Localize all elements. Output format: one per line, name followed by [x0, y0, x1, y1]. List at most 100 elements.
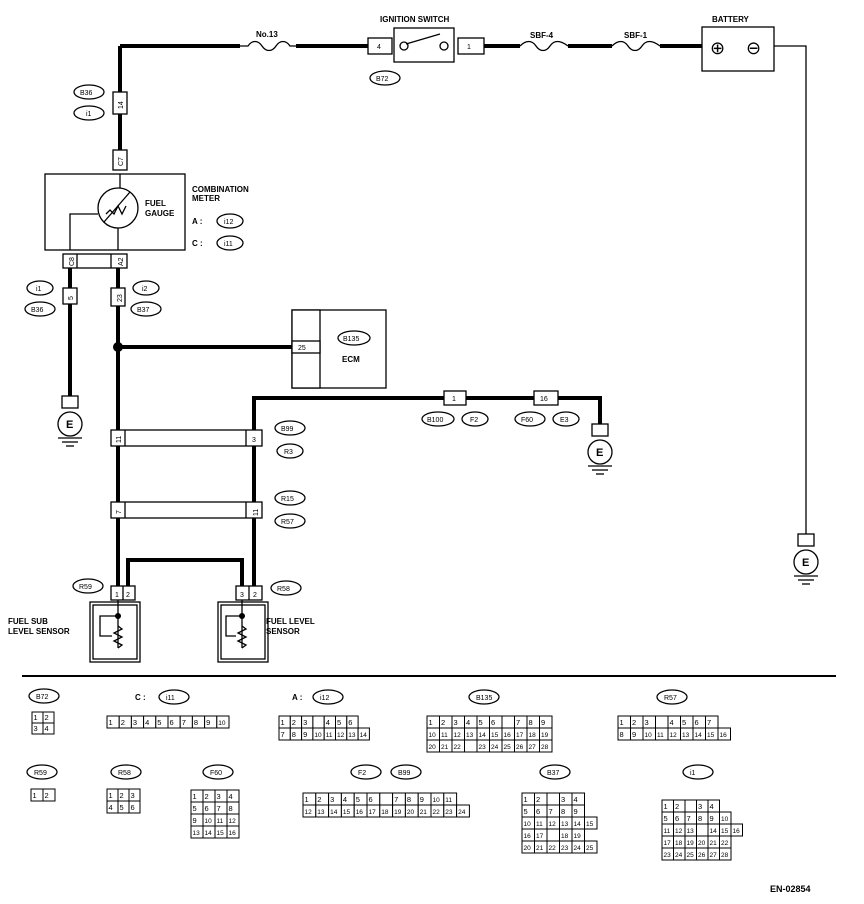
legend-b135-pin: 14 [479, 732, 487, 739]
legend-i11-pin: 7 [182, 718, 186, 727]
combination-meter-label-1: COMBINATION [192, 185, 249, 194]
legend-b37-pin: 12 [549, 821, 557, 828]
signal-wire: i2 B37 23 [110, 268, 292, 430]
ign-pin-1: 1 [467, 44, 471, 51]
legend-r58-pin: 1 [109, 791, 113, 800]
legend-i11-pin: 5 [157, 718, 161, 727]
legend-b37-pin: 23 [561, 845, 569, 852]
legend-r58-cell [128, 800, 141, 814]
legend-i1-label: i1 [690, 770, 696, 777]
tag-r15: R15 [281, 496, 294, 503]
tag-r57: R57 [281, 519, 294, 526]
legend-b135-pin: 20 [429, 744, 437, 751]
legend-f60-pin: 1 [193, 792, 197, 801]
legend-f2-pin: 13 [317, 809, 325, 816]
legend-i12-pin: 9 [303, 730, 307, 739]
meter-conn-a: A : [192, 217, 202, 226]
tag-i1-top: i1 [86, 111, 92, 118]
legend-f2-pin: 12 [305, 809, 313, 816]
legend-f60-pin: 10 [205, 818, 213, 825]
legend-b135-pin: 22 [454, 744, 462, 751]
legend-b37-pin: 1 [524, 795, 528, 804]
ground-wire-mid: 1 B100 F2 16 F60 E3 E [252, 390, 613, 475]
legend-i12-tag [312, 689, 344, 705]
legend-f60-pin: 8 [229, 804, 233, 813]
fuse-sbf4-label: SBF-4 [530, 31, 554, 40]
legend-f60-pin: 16 [229, 830, 237, 837]
legend-i1-pin: 20 [698, 840, 706, 847]
connector-b99-r3: 11 3 B99 R3 [110, 420, 306, 459]
connector-b36-i1-top: B36 i1 14 [73, 84, 128, 121]
legend-b37-tag [539, 764, 571, 780]
legend-f2-pin: 18 [381, 809, 389, 816]
legend-i12-pin: 12 [337, 732, 345, 739]
legend-b99-label: B99 [398, 770, 411, 777]
legend-b37-pin: 17 [536, 833, 544, 840]
pin-meter-c8: C8 [69, 257, 76, 266]
legend-b135-pin: 28 [541, 744, 549, 751]
legend-f60-tag [202, 764, 234, 780]
legend-r57-pin: 14 [695, 732, 703, 739]
legend-i1-pin: 10 [721, 816, 729, 823]
fuse-no13-label: No.13 [256, 30, 278, 39]
legend-i1-pin: 14 [710, 828, 718, 835]
legend-i12-pin: 10 [314, 732, 322, 739]
legend-b72-pin: 4 [45, 724, 49, 733]
tag-r59: R59 [79, 584, 92, 591]
legend-r57-pin: 11 [657, 732, 664, 739]
legend-i12-pin: 8 [292, 730, 296, 739]
pin-b99-11: 11 [116, 436, 123, 443]
legend-r57-pin: 7 [707, 718, 711, 727]
legend-b99-tag [390, 764, 422, 780]
legend-i1-pin: 24 [675, 852, 683, 859]
battery: BATTERY ⊕ ⊖ [701, 15, 775, 72]
legend-f60-pin: 6 [205, 804, 209, 813]
legend-i1-pin: 21 [710, 840, 718, 847]
ground-right-label: E [802, 557, 809, 569]
legend-f2-cell [456, 804, 470, 818]
legend-f2-pin: 1 [305, 795, 309, 804]
ground-right: E [793, 533, 819, 585]
legend-i12-pin: 2 [292, 718, 296, 727]
fuel-sub-sensor-label-1: FUEL SUB [8, 617, 48, 626]
tag-b36-left: B36 [31, 307, 44, 314]
legend-r58-pin: 4 [109, 803, 113, 812]
legend-i12-pin: 11 [326, 732, 333, 739]
legend-i1-pin: 5 [664, 814, 668, 823]
fuse-sbf1: SBF-1 [611, 31, 661, 52]
legend-b37-pin: 9 [574, 807, 578, 816]
legend-b135-pin: 12 [454, 732, 462, 739]
legend-i11-pin: 10 [218, 720, 226, 727]
tag-b100: B100 [427, 417, 443, 424]
pin-r15-11: 11 [253, 509, 260, 516]
tag-r58: R58 [277, 586, 290, 593]
legend-f2-pin: 7 [394, 795, 398, 804]
legend-i1-pin: 1 [664, 802, 668, 811]
fuse-sbf4: SBF-4 [519, 31, 569, 52]
legend-f2-cell [379, 792, 394, 806]
legend-b135-pin: 5 [479, 718, 483, 727]
legend-i1-pin: 12 [675, 828, 683, 835]
fuel-level-sensor-label-1: FUEL LEVEL [266, 617, 315, 626]
legend-b135-pin: 27 [529, 744, 537, 751]
pin-i2-23: 23 [117, 294, 124, 302]
legend-f2-pin: 16 [356, 809, 364, 816]
legend-i1-pin: 8 [698, 814, 702, 823]
tag-b99: B99 [281, 426, 294, 433]
legend-b37-pin: 10 [524, 821, 532, 828]
legend-b135-pin: 26 [516, 744, 524, 751]
legend-r59-tag [26, 764, 58, 780]
legend-f2-pin: 5 [356, 795, 360, 804]
legend-i12-label: i12 [320, 695, 329, 702]
legend-b37-pin: 8 [561, 807, 565, 816]
tag-f2: F2 [470, 417, 478, 424]
legend-b37-pin: 19 [574, 833, 582, 840]
legend-b135-pin: 25 [504, 744, 512, 751]
legend-b135-pin: 9 [541, 718, 545, 727]
legend-i1-cell [719, 847, 732, 861]
combination-meter: FUEL GAUGE COMBINATION METER A : i12 C :… [44, 173, 249, 269]
pin-b100-1: 1 [452, 396, 456, 403]
legend-r57-label: R57 [664, 695, 677, 702]
legend-i12-pin: 3 [303, 718, 307, 727]
legend-f60-cell [226, 825, 240, 839]
